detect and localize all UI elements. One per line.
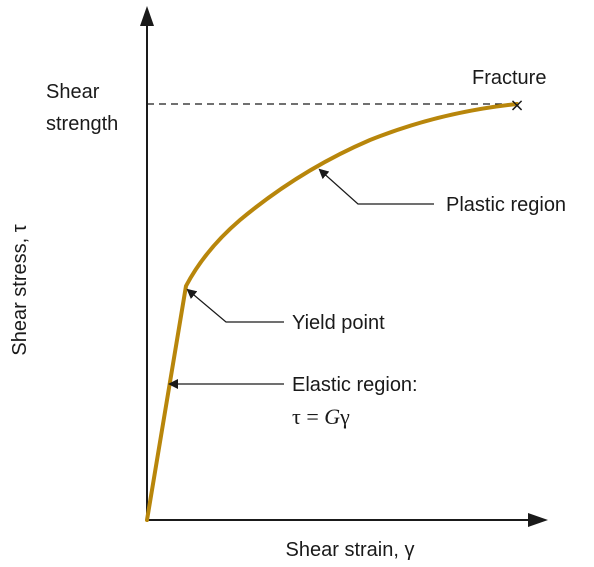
equation-g: G: [324, 404, 340, 429]
fracture-label: Fracture: [472, 67, 546, 89]
x-axis-label: Shear strain, γ: [286, 539, 415, 561]
plastic-region-label: Plastic region: [446, 194, 566, 216]
fracture-marker-icon: ×: [509, 95, 524, 116]
stress-strain-curve: [145, 102, 519, 522]
y-axis-label: Shear stress, τ: [9, 224, 31, 355]
elastic-region-label: Elastic region:: [292, 374, 418, 396]
equation-tau: τ: [292, 404, 301, 429]
y-axis-arrow-icon: [140, 6, 154, 26]
shear-strength-label-line2: strength: [46, 113, 118, 135]
elastic-equation: τ = Gγ: [292, 404, 350, 429]
yield-point-label: Yield point: [292, 312, 385, 334]
x-axis-arrow-icon: [528, 513, 548, 527]
plastic-region-leader: [318, 168, 434, 205]
equation-gamma: γ: [339, 404, 350, 429]
shear-strength-label-line1: Shear: [46, 81, 100, 103]
equation-equals: =: [301, 404, 324, 429]
yield-point-leader: [186, 288, 284, 323]
